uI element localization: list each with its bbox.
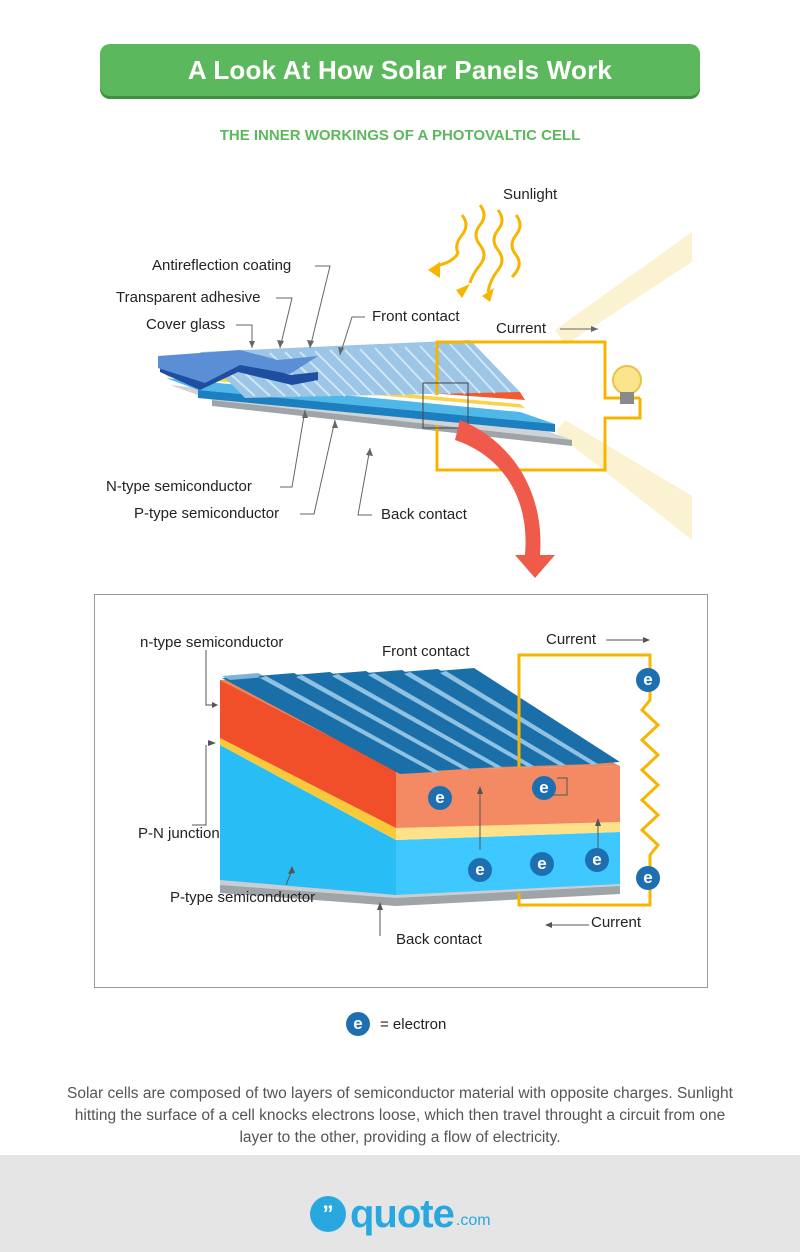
- n-type-block-right: [396, 766, 620, 828]
- label-n-type-semiconductor: N-type semiconductor: [106, 478, 252, 495]
- electron-icon: e: [636, 668, 660, 692]
- detail-frame: [94, 594, 708, 988]
- p-type-block-right: [396, 832, 620, 895]
- label-antireflection-coating: Antireflection coating: [152, 257, 292, 274]
- electron-legend-icon: e: [346, 1012, 370, 1036]
- label-p-type-semiconductor: P-type semiconductor: [134, 505, 280, 522]
- arrow-left-icon: [545, 918, 589, 930]
- label-current-top: Current: [496, 320, 547, 337]
- label-back-contact-detail: Back contact: [396, 931, 482, 948]
- electron-icon: e: [530, 852, 554, 876]
- label-front-contact-detail: Front contact: [382, 643, 470, 660]
- label-pn-junction: P-N junction: [138, 825, 220, 842]
- page-subtitle: THE INNER WORKINGS OF A PHOTOVALTIC CELL: [219, 127, 581, 144]
- page-title: A Look At How Solar Panels Work: [187, 54, 613, 85]
- light-beam-lower: [555, 420, 692, 540]
- label-back-contact: Back contact: [381, 506, 467, 523]
- logo-domain: .com: [455, 1212, 491, 1229]
- detail-circuit: [517, 653, 661, 907]
- cell-detail-diagram: [192, 650, 661, 936]
- label-sunlight: Sunlight: [503, 186, 558, 203]
- electron-icon: e: [585, 848, 609, 872]
- label-transparent-adhesive: Transparent adhesive: [116, 289, 261, 306]
- p-type-block-left: [220, 745, 396, 895]
- electron-icon: e: [468, 858, 492, 882]
- light-beam-upper: [555, 232, 692, 345]
- label-current-detail-bottom: Current: [591, 914, 642, 931]
- label-current-detail-top: Current: [546, 631, 597, 648]
- legend: e = electron: [346, 1012, 446, 1036]
- cover-glass-layer: [158, 350, 318, 383]
- light-bulb-icon: [612, 365, 642, 404]
- sunlight-arrowheads: [428, 262, 494, 302]
- magnify-box: [422, 382, 469, 429]
- zoom-arrow: [455, 420, 541, 555]
- arrow-right-icon: [606, 633, 650, 645]
- top-circuit: [435, 340, 642, 472]
- front-contact-bars: [222, 668, 620, 774]
- quote-logo[interactable]: ” quote .com: [310, 1194, 491, 1234]
- footer: [0, 1155, 800, 1252]
- top-panel-diagram: [158, 204, 692, 578]
- quote-mark-icon: ”: [310, 1196, 346, 1232]
- logo-word: quote: [350, 1192, 455, 1236]
- sunlight-icon: [439, 204, 522, 293]
- legend-text: = electron: [380, 1015, 447, 1033]
- label-n-type-detail: n-type semiconductor: [140, 634, 284, 651]
- electron-icon: e: [532, 776, 556, 800]
- label-front-contact: Front contact: [372, 308, 460, 325]
- electron-icon: e: [428, 786, 452, 810]
- label-cover-glass: Cover glass: [146, 316, 226, 333]
- description-text: Solar cells are composed of two layers o…: [67, 1085, 733, 1146]
- electron-icon: e: [636, 866, 660, 890]
- label-p-type-detail: P-type semiconductor: [170, 889, 316, 906]
- title-banner: A Look At How Solar Panels Work: [100, 44, 700, 96]
- n-type-block-left: [220, 680, 396, 828]
